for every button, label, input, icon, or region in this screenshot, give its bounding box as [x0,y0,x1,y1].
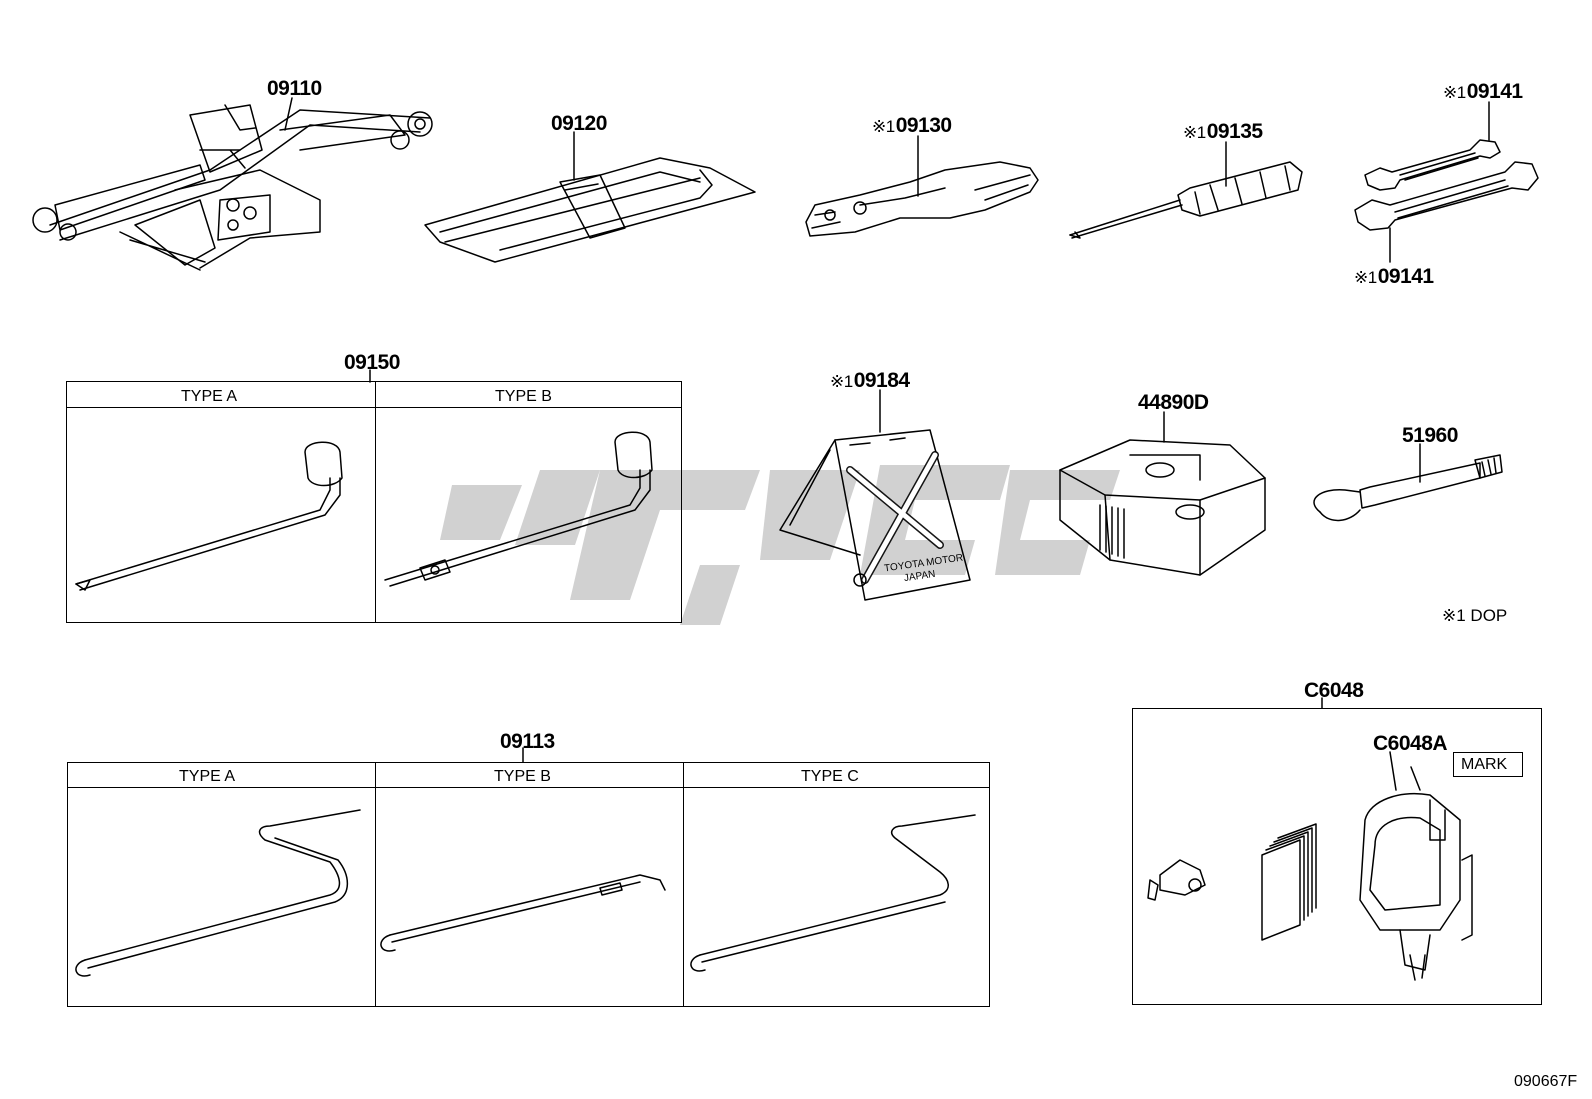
part-number: 09141 [1377,265,1434,288]
mark-label: MARK [1461,756,1508,773]
part-number: 09184 [853,369,910,392]
jack-handle-divider-2 [683,762,685,1007]
repair-kit-box [1132,708,1542,1005]
type-b-header: TYPE B [494,768,551,785]
tool-bag-drawing [425,158,755,262]
part-label-screwdriver: ※109135 [1183,121,1263,142]
part-label-repair-kit: C6048 [1304,679,1364,702]
wheel-nut-wrench-type-b-drawing [385,432,652,586]
dop-legend-note: ※1 DOP [1442,606,1508,625]
part-label-triangle: ※109184 [830,370,910,391]
type-c-header: TYPE C [801,768,859,785]
part-label-wrench-upper: ※109141 [1443,81,1523,102]
part-label-tool-bag: 09120 [551,112,607,135]
type-a-header: TYPE A [179,768,236,785]
part-label-sealant-box: 44890D [1138,391,1209,414]
jack-handle-divider-1 [375,762,377,1007]
wheel-nut-wrench-type-a-drawing [76,442,342,590]
sealant-box-drawing [1060,440,1265,575]
part-number: 09135 [1206,120,1263,143]
part-number: 09130 [895,114,952,137]
figure-code: 090667F [1514,1073,1578,1090]
type-a-header: TYPE A [181,388,238,405]
part-label-repair-kit-sub: C6048A [1373,732,1448,755]
sticker-pack-drawing [1262,824,1316,940]
part-label-wheel-nut-wrench: 09150 [344,351,400,374]
towing-eye-drawing [1314,455,1502,520]
jack-handle-header-row [67,762,990,788]
part-number: 09141 [1466,80,1523,103]
dop-note-marker: ※1 [1354,268,1377,287]
warning-triangle-drawing [780,430,970,600]
jack-handle-table [67,762,990,1007]
scissor-jack-drawing [33,105,432,270]
jack-handle-type-a-drawing [76,810,360,976]
valve-core-tool-drawing [1148,860,1205,900]
screwdriver-drawing [1070,162,1302,238]
dop-note-marker: ※1 [872,117,895,136]
dop-note-marker: ※1 [830,372,853,391]
mark-callout-box [1453,752,1523,777]
watermark-logo [440,465,1120,625]
dop-note-marker: ※1 [1183,123,1206,142]
jack-handle-type-c-drawing [691,815,975,971]
dop-note-marker: ※1 [1443,83,1466,102]
wheel-nut-wrench-header-row [66,381,682,408]
wrench-upper-drawing [1365,140,1500,190]
wheel-nut-wrench-table [66,381,682,623]
type-b-header: TYPE B [495,388,552,405]
part-label-wrench-lower: ※109141 [1354,266,1434,287]
compressor-drawing [1360,794,1472,980]
part-label-jack: 09110 [267,77,322,100]
jack-handle-type-b-drawing [381,875,665,951]
wheel-nut-wrench-divider [375,381,377,623]
part-label-jack-handle: 09113 [500,730,555,753]
part-label-towing-eye: 51960 [1402,424,1458,447]
pliers-drawing [806,162,1038,236]
wrench-lower-drawing [1355,162,1538,230]
part-label-pliers: ※109130 [872,115,952,136]
